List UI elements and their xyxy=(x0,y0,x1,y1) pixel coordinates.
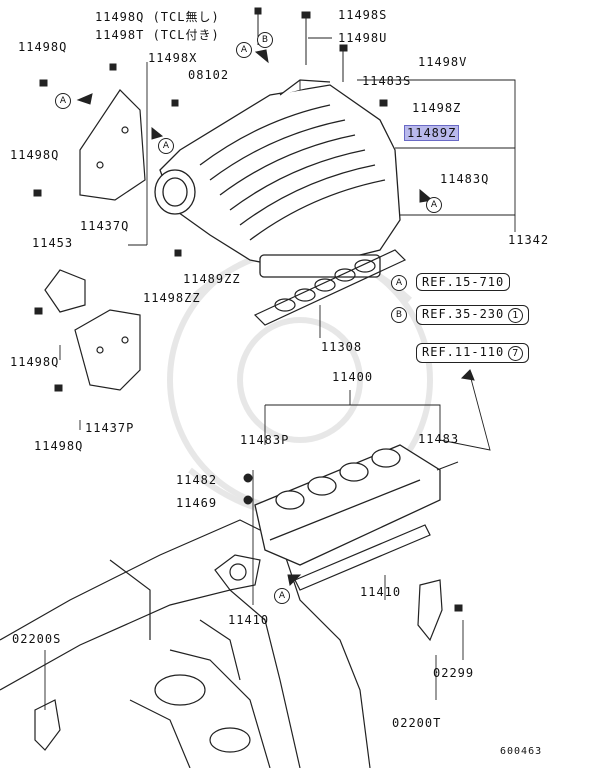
part-label: 11437Q xyxy=(80,219,130,233)
bracket-11437q xyxy=(79,89,146,201)
part-label: 11453 xyxy=(32,236,74,250)
part-label: 11498Z xyxy=(412,101,462,115)
upper-intake-manifold xyxy=(154,79,401,278)
part-label: 11342 xyxy=(508,233,550,247)
ref-text: REF.11-110 xyxy=(422,345,505,359)
diagram-code: 600463 xyxy=(500,746,543,757)
part-label: 11498Q xyxy=(18,40,68,54)
callout-a: A xyxy=(158,138,174,154)
callout-a: A xyxy=(274,588,290,604)
part-label: 11498ZZ xyxy=(143,291,201,305)
part-label: 11483Q xyxy=(440,172,490,186)
part-label: 11308 xyxy=(321,340,363,354)
bracket-02200s xyxy=(34,699,61,751)
part-label: 02200S xyxy=(12,632,62,646)
callout-b: B xyxy=(257,32,273,48)
part-label: 11483P xyxy=(240,433,290,447)
ref-letter-a: A xyxy=(391,275,407,291)
bracket-11453 xyxy=(44,269,86,313)
part-label: 11410 xyxy=(228,613,270,627)
lower-intake-manifold xyxy=(254,444,441,566)
callout-a: A xyxy=(236,42,252,58)
callout-a: A xyxy=(55,93,71,109)
part-label: 11498V xyxy=(418,55,468,69)
ref-sub-number: 7 xyxy=(508,346,524,361)
gasket-11410-right xyxy=(294,524,431,591)
callout-a: A xyxy=(426,197,442,213)
gasket-11410-left xyxy=(214,554,261,591)
part-label: 11483 xyxy=(418,432,460,446)
part-label: 11498T (TCL付き) xyxy=(95,28,220,42)
part-label: 02200T xyxy=(392,716,442,730)
part-label: 02299 xyxy=(433,666,475,680)
bolts xyxy=(33,7,463,612)
part-label: 11410 xyxy=(360,585,402,599)
part-label: 11498X xyxy=(148,51,198,65)
ref-letter-b: B xyxy=(391,307,407,323)
bracket-11437p xyxy=(74,309,141,391)
part-label: 08102 xyxy=(188,68,230,82)
part-label: 11498U xyxy=(338,31,388,45)
part-label: 11498Q (TCL無し) xyxy=(95,10,220,24)
part-label: 11498S xyxy=(338,8,388,22)
part-label: 11489ZZ xyxy=(183,272,241,286)
part-label: 11482 xyxy=(176,473,218,487)
part-label: 11498Q xyxy=(10,355,60,369)
ref-text: REF.35-230 xyxy=(422,307,505,321)
bracket-02200t xyxy=(417,579,443,642)
part-label: 11498Q xyxy=(34,439,84,453)
part-label-highlighted[interactable]: 11489Z xyxy=(404,125,460,141)
part-label: 11469 xyxy=(176,496,218,510)
part-label: 11400 xyxy=(332,370,374,384)
ref-link-a[interactable]: REF.15-710 xyxy=(416,273,511,291)
part-label: 11483S xyxy=(362,74,412,88)
gasket-11308 xyxy=(253,249,407,326)
part-label: 11498Q xyxy=(10,148,60,162)
leader-lines xyxy=(44,37,516,710)
part-label: 11437P xyxy=(85,421,135,435)
ref-sub-number: 1 xyxy=(508,308,524,323)
